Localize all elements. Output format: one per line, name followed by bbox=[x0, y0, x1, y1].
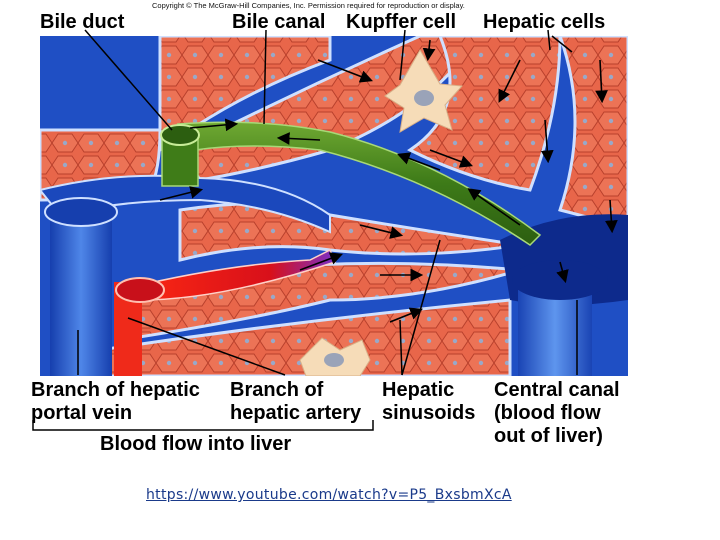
label-central-canal-line2: (blood flow bbox=[494, 402, 601, 424]
source-link[interactable]: https://www.youtube.com/watch?v=P5_Bxsbm… bbox=[146, 487, 512, 503]
flow-arrow bbox=[276, 132, 321, 145]
label-hepatic-cells: Hepatic cells bbox=[483, 11, 605, 33]
portal-vein-opening bbox=[44, 197, 118, 227]
label-sinusoids-line1: Hepatic bbox=[382, 379, 454, 401]
label-portal-vein-line1: Branch of hepatic bbox=[31, 379, 200, 401]
hepatic-artery-opening bbox=[115, 277, 165, 303]
bile-canal bbox=[176, 121, 542, 246]
leader-hepatic-artery bbox=[127, 317, 286, 376]
label-kupffer-cell: Kupffer cell bbox=[346, 11, 456, 33]
illustration bbox=[40, 36, 628, 376]
flow-arrow bbox=[359, 224, 404, 239]
leader-bile-canal bbox=[263, 29, 267, 125]
label-bile-duct: Bile duct bbox=[40, 11, 125, 33]
label-hepatic-artery-line1: Branch of bbox=[230, 379, 324, 401]
leader-sinusoids-2 bbox=[399, 319, 403, 376]
label-hepatic-artery-line2: hepatic artery bbox=[230, 402, 362, 424]
label-central-canal-line1: Central canal bbox=[494, 379, 620, 401]
inflow-bracket bbox=[32, 420, 374, 431]
flow-arrow bbox=[159, 186, 204, 201]
flow-arrow bbox=[389, 307, 423, 323]
hepatic-plate-top-right bbox=[407, 36, 562, 192]
label-bile-canal: Bile canal bbox=[232, 11, 325, 33]
copyright-notice: Copyright © The McGraw-Hill Companies, I… bbox=[152, 1, 465, 10]
leader-bile-duct bbox=[84, 29, 173, 131]
flow-arrow bbox=[299, 252, 343, 271]
central-canal-vertical bbox=[518, 290, 592, 376]
flow-arrow bbox=[422, 39, 436, 62]
label-portal-vein-line2: portal vein bbox=[31, 402, 132, 424]
flow-arrow bbox=[556, 261, 569, 284]
kupffer-cell-bottom-nucleus bbox=[324, 353, 344, 367]
flow-arrow bbox=[429, 149, 473, 168]
flow-arrow bbox=[540, 119, 554, 164]
flow-arrow bbox=[467, 188, 521, 226]
bile-duct-opening bbox=[160, 124, 200, 146]
label-central-canal-line3: out of liver) bbox=[494, 425, 603, 447]
leader-hepatic-cells-2 bbox=[551, 35, 573, 53]
portal-vein-vertical bbox=[50, 210, 112, 376]
flow-arrow bbox=[604, 199, 618, 234]
label-blood-flow-into-liver: Blood flow into liver bbox=[100, 433, 291, 455]
kupffer-cell-top-nucleus bbox=[414, 90, 434, 106]
flow-arrows bbox=[159, 39, 618, 323]
flow-arrow bbox=[189, 118, 239, 132]
leader-lines bbox=[77, 29, 578, 376]
leader-hepatic-cells bbox=[547, 29, 551, 51]
leader-kupffer-cell bbox=[399, 29, 406, 81]
central-canal-top bbox=[512, 260, 608, 300]
flow-arrow bbox=[317, 59, 373, 83]
label-sinusoids-line2: sinusoids bbox=[382, 402, 475, 424]
portal-vein-horizontal bbox=[40, 174, 331, 234]
flow-arrow bbox=[498, 59, 521, 103]
flow-arrow bbox=[397, 152, 441, 171]
flow-arrow bbox=[595, 59, 608, 104]
leader-sinusoids-1 bbox=[401, 239, 441, 376]
